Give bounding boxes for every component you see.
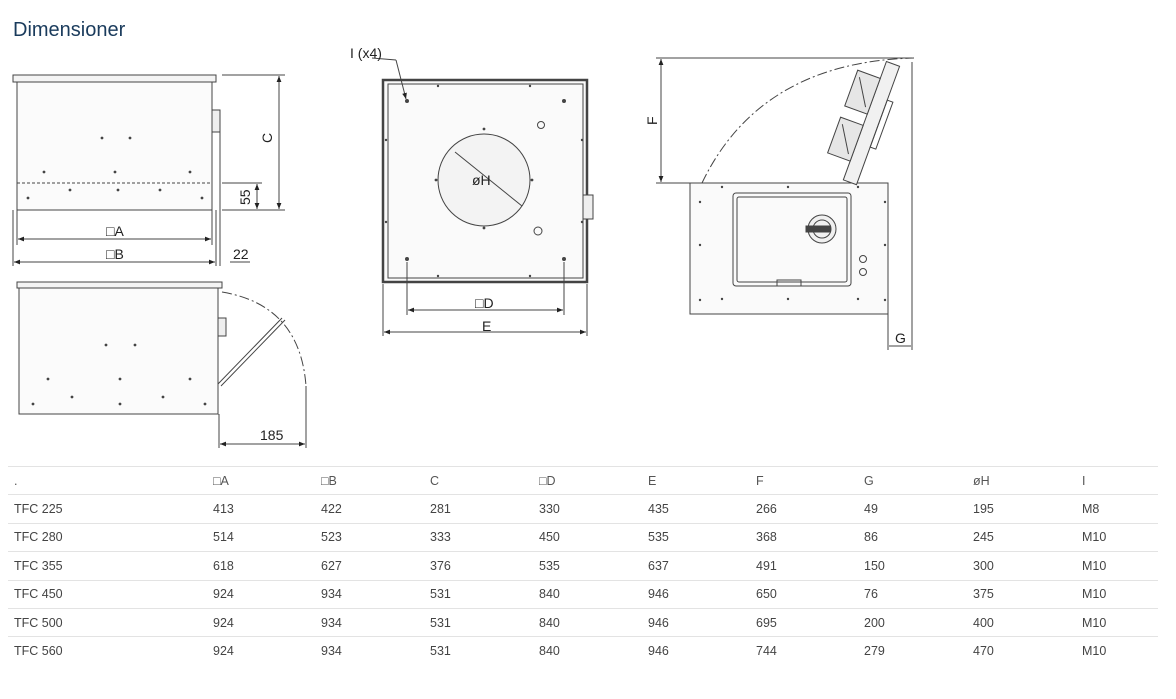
table-cell: M10 [1076, 551, 1158, 581]
column-header: □B [315, 465, 424, 495]
table-cell: 200 [858, 607, 967, 637]
label-185: 185 [260, 427, 284, 443]
table-cell: 650 [750, 579, 858, 609]
label-i: I (x4) [350, 45, 382, 61]
table-cell: 435 [642, 494, 750, 524]
column-header: E [642, 465, 750, 495]
label-f: F [644, 116, 660, 125]
table-cell: 86 [858, 522, 967, 552]
table-cell: 934 [315, 607, 424, 637]
table-cell: 266 [750, 494, 858, 524]
table-cell: 375 [967, 579, 1076, 609]
table-cell: 934 [315, 579, 424, 609]
label-h: øH [472, 172, 491, 188]
table-cell: 400 [967, 607, 1076, 637]
column-header: I [1076, 465, 1158, 495]
label-a: □A [106, 223, 124, 239]
table-row: TFC 355 618 627 376 535 637 491 150 300 … [8, 551, 1158, 581]
model-cell: TFC 280 [8, 522, 207, 552]
table-cell: 49 [858, 494, 967, 524]
table-cell: M10 [1076, 636, 1158, 665]
column-header: □A [207, 465, 315, 495]
table-cell: 76 [858, 579, 967, 609]
table-cell: M10 [1076, 607, 1158, 637]
table-cell: 422 [315, 494, 424, 524]
table-cell: 618 [207, 551, 315, 581]
table-cell: 934 [315, 636, 424, 665]
model-cell: TFC 225 [8, 494, 207, 524]
front-view [12, 74, 285, 266]
label-b: □B [106, 246, 124, 262]
table-cell: 330 [533, 494, 642, 524]
table-row: TFC 500 924 934 531 840 946 695 200 400 … [8, 607, 1158, 637]
table-cell: 300 [967, 551, 1076, 581]
page-title: Dimensioner [13, 19, 126, 42]
table-cell: 523 [315, 522, 424, 552]
table-header-row: . □A □B C □D E F G øH I [8, 465, 1158, 495]
table-cell: 514 [207, 522, 315, 552]
table-cell: 279 [858, 636, 967, 665]
table-cell: 840 [533, 607, 642, 637]
table-cell: 695 [750, 607, 858, 637]
model-cell: TFC 560 [8, 636, 207, 665]
label-55: 55 [237, 189, 253, 205]
table-cell: 924 [207, 607, 315, 637]
table-cell: 368 [750, 522, 858, 552]
column-header: øH [967, 465, 1076, 495]
label-22: 22 [233, 246, 249, 262]
table-cell: 924 [207, 579, 315, 609]
column-header: . [8, 465, 207, 495]
dimension-table: . □A □B C □D E F G øH I TFC 225 413 422 … [8, 465, 1158, 665]
table-cell: M10 [1076, 579, 1158, 609]
column-header: F [750, 465, 858, 495]
label-d: □D [475, 295, 494, 311]
table-row: TFC 450 924 934 531 840 946 650 76 375 M… [8, 579, 1158, 609]
table-cell: 946 [642, 579, 750, 609]
label-e: E [482, 318, 491, 334]
table-cell: M10 [1076, 522, 1158, 552]
dimension-drawings: □A □B 22 C 55 185 [12, 45, 915, 448]
model-cell: TFC 500 [8, 607, 207, 637]
column-header: C [424, 465, 533, 495]
table-cell: 376 [424, 551, 533, 581]
table-cell: 281 [424, 494, 533, 524]
table-cell: 491 [750, 551, 858, 581]
model-cell: TFC 355 [8, 551, 207, 581]
table-cell: 531 [424, 607, 533, 637]
table-cell: 744 [750, 636, 858, 665]
label-g: G [895, 330, 906, 346]
top-view [371, 57, 594, 336]
table-cell: 531 [424, 579, 533, 609]
table-cell: 450 [533, 522, 642, 552]
table-cell: 195 [967, 494, 1076, 524]
table-cell: 840 [533, 579, 642, 609]
table-cell: 531 [424, 636, 533, 665]
table-cell: 333 [424, 522, 533, 552]
column-header: G [858, 465, 967, 495]
table-cell: 413 [207, 494, 315, 524]
fan-tilted-view [656, 57, 915, 350]
table-cell: 535 [642, 522, 750, 552]
table-cell: 946 [642, 636, 750, 665]
table-cell: 535 [533, 551, 642, 581]
table-cell: 470 [967, 636, 1076, 665]
side-view-open [16, 281, 307, 448]
table-cell: 924 [207, 636, 315, 665]
model-cell: TFC 450 [8, 579, 207, 609]
table-cell: 245 [967, 522, 1076, 552]
table-cell: 637 [642, 551, 750, 581]
table-cell: 627 [315, 551, 424, 581]
table-cell: 150 [858, 551, 967, 581]
table-row: TFC 280 514 523 333 450 535 368 86 245 M… [8, 522, 1158, 552]
table-row: TFC 225 413 422 281 330 435 266 49 195 M… [8, 494, 1158, 524]
table-row: TFC 560 924 934 531 840 946 744 279 470 … [8, 636, 1158, 665]
label-c: C [259, 133, 275, 143]
column-header: □D [533, 465, 642, 495]
table-cell: 840 [533, 636, 642, 665]
table-cell: 946 [642, 607, 750, 637]
table-cell: M8 [1076, 494, 1158, 524]
